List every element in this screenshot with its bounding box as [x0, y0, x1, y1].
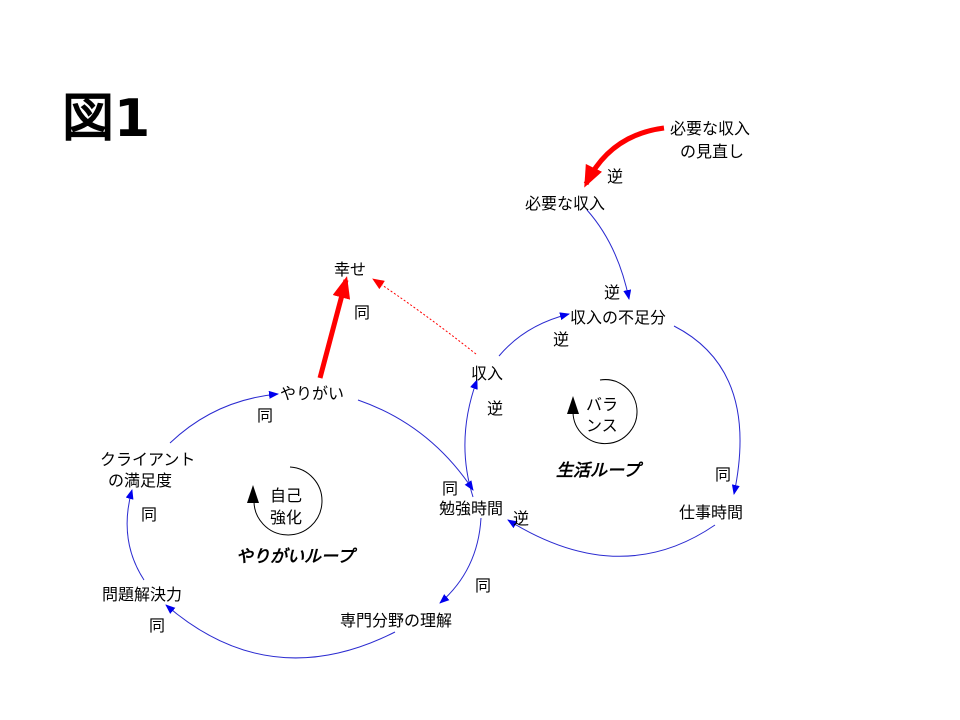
- polarity-label: 同: [149, 616, 165, 635]
- polarity-label: 逆: [607, 167, 623, 186]
- polarity-label: 逆: [487, 399, 503, 418]
- balance-label-line2: ンス: [586, 416, 618, 435]
- link-work-time-to-study-time: [507, 519, 716, 557]
- balance-label: バラ: [586, 395, 618, 414]
- link-client-to-motivation: [169, 390, 279, 444]
- reinforcing-loop-name: やりがいループ: [236, 547, 358, 567]
- node-income: 収入: [471, 364, 503, 383]
- link-shortfall-to-work-time: [673, 325, 741, 495]
- polarity-label: 同: [475, 576, 491, 595]
- node-review-required-income-line2: の見直し: [680, 142, 744, 161]
- link-review-to-required-income: [583, 125, 665, 188]
- node-motivation: やりがい: [280, 384, 344, 403]
- polarity-label: 同: [354, 303, 370, 322]
- node-study-time: 勉強時間: [439, 499, 503, 518]
- node-client-satisfaction: クライアント: [100, 450, 195, 469]
- node-client-satisfaction-line2: の満足度: [108, 471, 172, 490]
- node-happiness: 幸せ: [334, 260, 366, 279]
- node-expertise: 専門分野の理解: [340, 611, 452, 630]
- reinforce-label: 自己: [270, 486, 302, 505]
- polarity-label: 逆: [553, 330, 569, 349]
- link-income-to-happiness: [372, 278, 477, 355]
- node-work-time: 仕事時間: [679, 503, 743, 522]
- node-income-shortfall: 収入の不足分: [570, 308, 666, 327]
- link-study-time-to-income: [464, 379, 478, 498]
- node-problem-solving: 問題解決力: [102, 585, 182, 604]
- link-expertise-to-problem-solving: [165, 604, 396, 659]
- link-problem-solving-to-client: [125, 489, 145, 581]
- polarity-label: 同: [257, 406, 273, 425]
- polarity-label: 同: [715, 465, 731, 484]
- link-required-to-shortfall: [586, 209, 632, 300]
- link-income-to-shortfall: [498, 312, 570, 357]
- reinforcing-loop-indicator: 自己 強化: [247, 466, 323, 536]
- loop-arrow-icon: [567, 396, 579, 414]
- node-review-required-income: 必要な収入: [670, 119, 750, 138]
- polarity-label: 同: [442, 479, 458, 498]
- reinforce-label-line2: 強化: [270, 508, 302, 527]
- link-motivation-to-study-time: [357, 399, 474, 491]
- balance-loop-name: 生活ループ: [556, 461, 644, 481]
- polarity-label: 同: [141, 505, 157, 524]
- node-required-income: 必要な収入: [525, 194, 605, 213]
- balance-loop-indicator: バラ ンス: [567, 379, 638, 445]
- figure-title: 図1: [62, 89, 150, 149]
- polarity-label: 逆: [604, 283, 620, 302]
- polarity-label: 逆: [513, 509, 529, 528]
- loop-arrow-icon: [247, 485, 259, 503]
- link-study-time-to-expertise: [439, 517, 482, 604]
- link-motivation-to-happiness: [317, 276, 351, 379]
